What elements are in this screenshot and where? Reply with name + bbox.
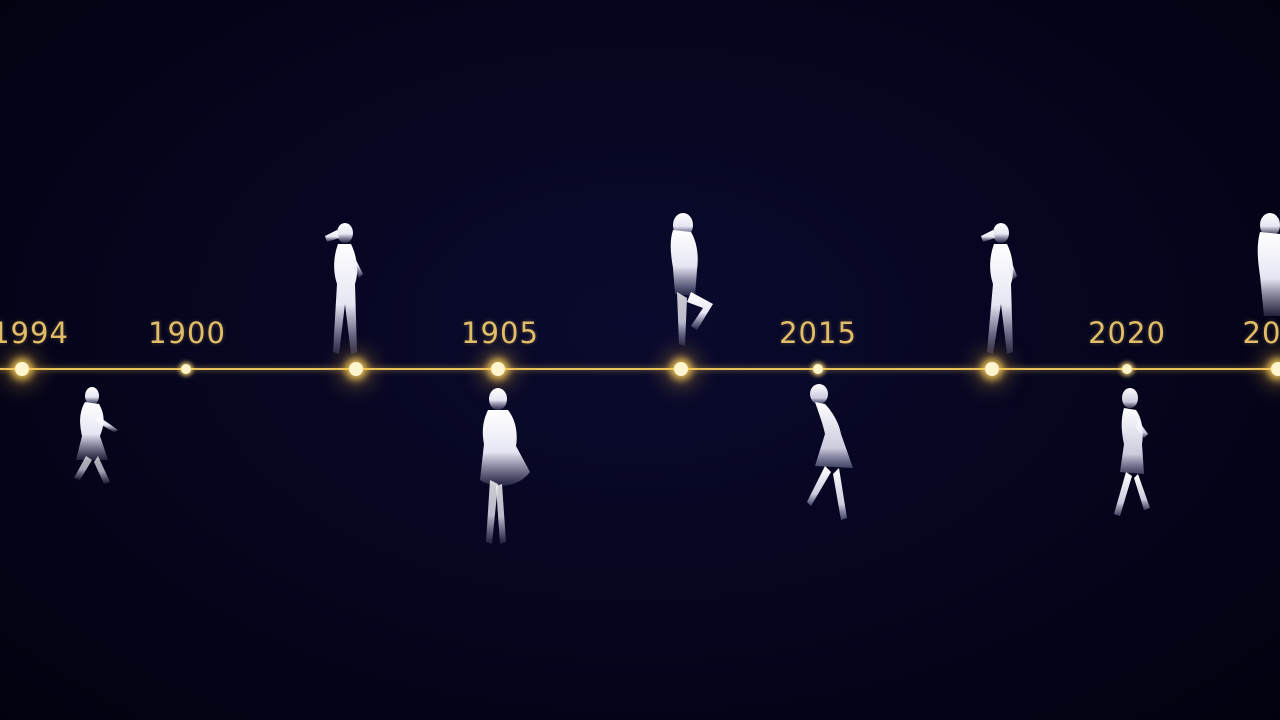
year-label-20: 20 <box>1242 316 1280 350</box>
timeline-node[interactable] <box>349 362 363 376</box>
timeline-node[interactable] <box>181 364 191 374</box>
timeline-node[interactable] <box>985 362 999 376</box>
timeline-node[interactable] <box>813 364 823 374</box>
posing-woman-silhouette-icon <box>967 222 1037 358</box>
year-label-1900: 1900 <box>148 316 226 350</box>
seated-woman-silhouette-icon <box>651 212 721 354</box>
posing-woman-silhouette-icon <box>1240 212 1280 322</box>
year-label-1905: 1905 <box>461 316 539 350</box>
woman-in-coat-silhouette-icon <box>1104 388 1164 524</box>
timeline-node[interactable] <box>491 362 505 376</box>
woman-in-dress-silhouette-icon <box>462 388 538 548</box>
year-label-2020: 2020 <box>1088 316 1166 350</box>
year-label-2015: 2015 <box>779 316 857 350</box>
posing-woman-silhouette-icon <box>311 222 381 358</box>
timeline-node[interactable] <box>15 362 29 376</box>
walking-woman-silhouette-icon <box>52 386 132 506</box>
year-label-1994: 1994 <box>0 316 69 350</box>
timeline-line <box>0 368 1280 370</box>
timeline-node[interactable] <box>674 362 688 376</box>
timeline-node[interactable] <box>1122 364 1132 374</box>
timeline-node[interactable] <box>1271 362 1280 376</box>
woman-in-skirt-silhouette-icon <box>795 384 865 524</box>
